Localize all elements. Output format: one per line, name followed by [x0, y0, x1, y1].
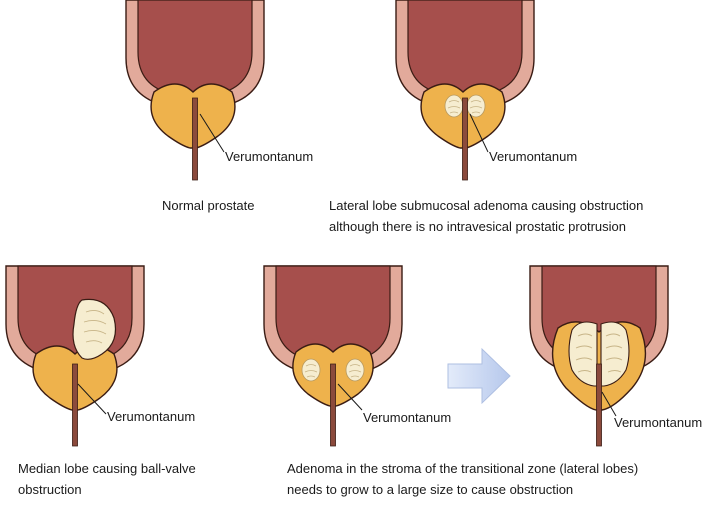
panel-stroma-small: Verumontanum [264, 266, 451, 446]
verumontanum-label: Verumontanum [363, 410, 451, 425]
verumontanum-label: Verumontanum [614, 415, 702, 430]
caption-stroma-line2: needs to grow to a large size to cause o… [287, 479, 573, 500]
panel-median-lobe: Verumontanum [6, 266, 195, 446]
verumontanum-label: Verumontanum [489, 149, 577, 164]
progression-arrow [448, 349, 510, 403]
panel-stroma-large: Verumontanum [530, 266, 702, 446]
caption-normal: Normal prostate [162, 195, 254, 216]
caption-lateral-line1: Lateral lobe submucosal adenoma causing … [329, 195, 643, 216]
caption-median-line2: obstruction [18, 479, 82, 500]
verumontanum-label: Verumontanum [107, 409, 195, 424]
caption-median-line1: Median lobe causing ball-valve [18, 458, 196, 479]
caption-lateral-line2: although there is no intravesical prosta… [329, 216, 626, 237]
panel-lateral-lobe: Verumontanum [396, 0, 577, 180]
panel-normal: Verumontanum [126, 0, 313, 180]
verumontanum-label: Verumontanum [225, 149, 313, 164]
caption-stroma-line1: Adenoma in the stroma of the transitiona… [287, 458, 638, 479]
